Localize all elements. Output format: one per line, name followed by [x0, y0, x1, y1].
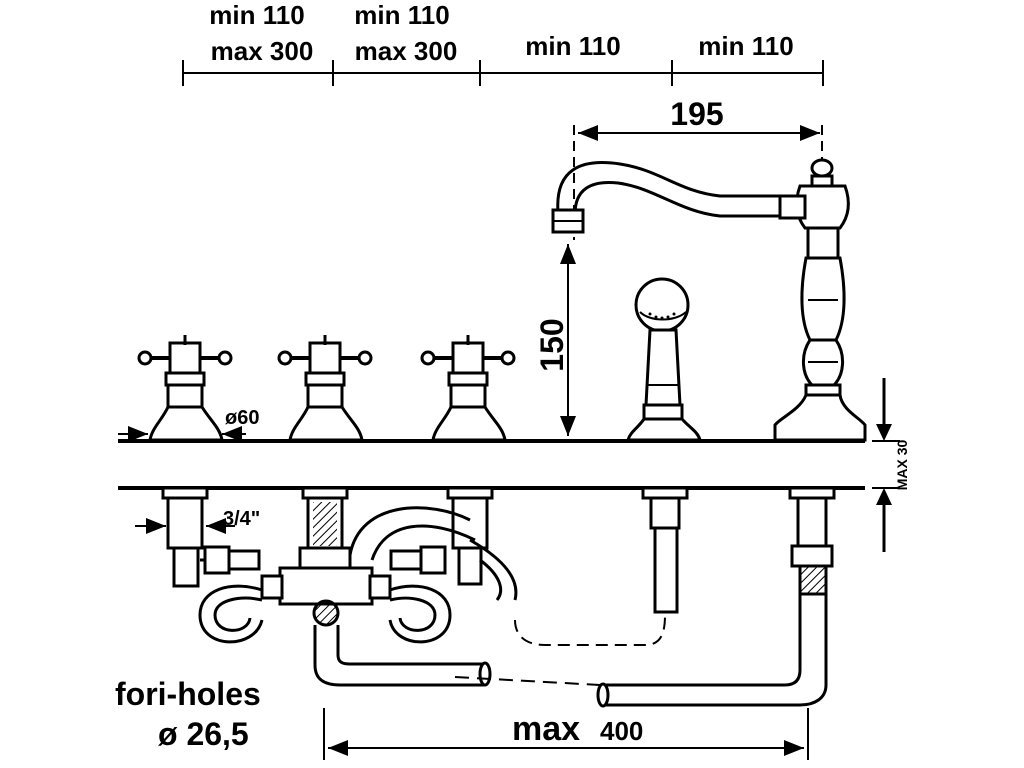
max-value-label: 400 — [600, 716, 643, 746]
deck-thickness-label: MAX 30 — [894, 440, 910, 491]
spacing-dimension-line — [182, 60, 824, 86]
deck-plate — [118, 439, 865, 490]
spacing-label-2-min: min 110 — [354, 0, 449, 30]
cross-handle-valve-right — [420, 335, 516, 442]
spacing-label-2-max: max 300 — [355, 36, 458, 66]
spacing-label-4: min 110 — [698, 31, 793, 61]
hand-shower — [626, 277, 702, 442]
cross-handle-valve-left — [137, 335, 233, 442]
max-word-label: max — [512, 710, 580, 748]
under-deck-plumbing — [161, 486, 836, 708]
spacing-label-1-min: min 110 — [209, 0, 304, 30]
base-diameter-label: ø60 — [225, 407, 259, 429]
spout — [551, 161, 785, 234]
spout-reach-label: 195 — [670, 96, 723, 132]
spout-reach-dimension — [573, 125, 823, 240]
max-length-dimension — [323, 708, 809, 760]
spacing-label-3: min 110 — [525, 31, 620, 61]
holes-diameter-label: ø 26,5 — [158, 716, 249, 752]
spout-column — [773, 158, 867, 442]
deck-thickness-dimension — [872, 378, 900, 552]
holes-label: fori-holes — [115, 676, 261, 712]
thread-label: 3/4" — [223, 508, 260, 530]
cross-handle-valve-middle — [277, 335, 373, 442]
spout-height-label: 150 — [534, 318, 570, 371]
spacing-label-1-max: max 300 — [211, 36, 314, 66]
